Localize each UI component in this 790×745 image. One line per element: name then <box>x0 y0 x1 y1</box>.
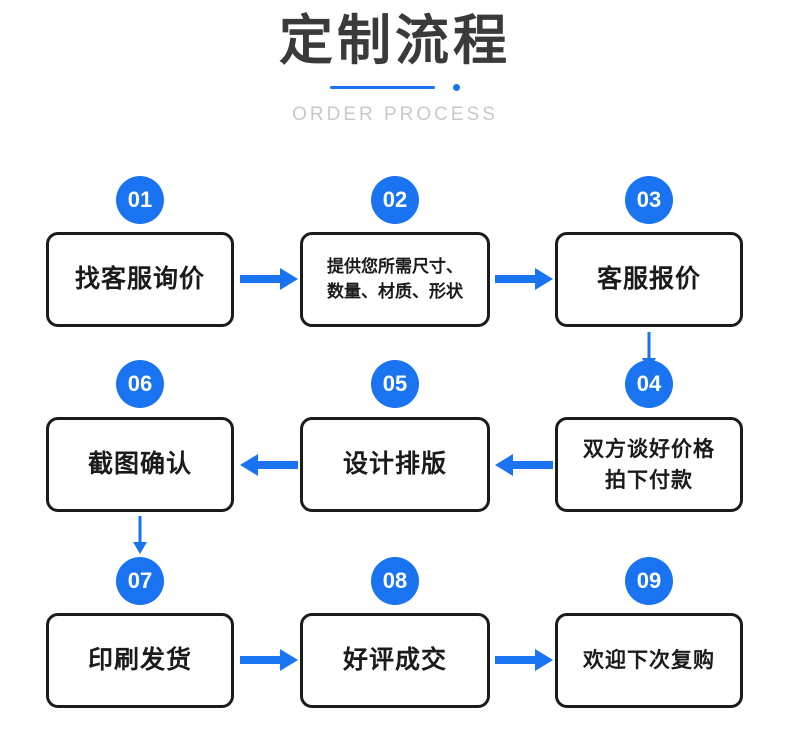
step-badge-07: 07 <box>116 557 164 605</box>
flow-node-04-label: 双方谈好价格 拍下付款 <box>583 437 715 492</box>
divider-dot <box>453 84 460 92</box>
arrow-07-to-08 <box>240 649 298 671</box>
process-flow-diagram: 01 找客服询价 02 提供您所需尺寸、 数量、材质、形状 03 客服报价 06… <box>0 160 790 745</box>
step-badge-01: 01 <box>116 176 164 224</box>
page-subtitle: ORDER PROCESS <box>292 104 498 126</box>
step-badge-02: 02 <box>371 176 419 224</box>
step-badge-05: 05 <box>371 360 419 408</box>
arrow-02-to-03 <box>495 268 553 290</box>
flow-node-04[interactable]: 双方谈好价格 拍下付款 <box>555 417 743 512</box>
flow-node-08-label: 好评成交 <box>342 645 447 675</box>
flow-node-08[interactable]: 好评成交 <box>300 613 490 708</box>
arrow-06-to-07 <box>133 516 147 554</box>
flow-node-02[interactable]: 提供您所需尺寸、 数量、材质、形状 <box>300 232 490 327</box>
flow-node-05-label: 设计排版 <box>342 449 447 479</box>
divider-bar <box>330 86 435 90</box>
page-title: 定制流程 <box>279 9 511 72</box>
flow-node-06[interactable]: 截图确认 <box>46 417 234 512</box>
flow-node-09[interactable]: 欢迎下次复购 <box>555 613 743 708</box>
flow-node-01-label: 找客服询价 <box>74 264 205 294</box>
arrow-04-to-05 <box>495 454 553 476</box>
flow-node-09-label: 欢迎下次复购 <box>583 648 715 673</box>
flow-node-02-label: 提供您所需尺寸、 数量、材质、形状 <box>327 256 463 302</box>
flow-node-01[interactable]: 找客服询价 <box>46 232 234 327</box>
step-badge-03: 03 <box>625 176 673 224</box>
arrow-08-to-09 <box>495 649 553 671</box>
flow-node-03-label: 客服报价 <box>596 264 701 294</box>
flow-node-05[interactable]: 设计排版 <box>300 417 490 512</box>
arrow-01-to-02 <box>240 268 298 290</box>
step-badge-08: 08 <box>371 557 419 605</box>
flow-node-07[interactable]: 印刷发货 <box>46 613 234 708</box>
flow-node-07-label: 印刷发货 <box>87 645 192 675</box>
step-badge-04: 04 <box>625 360 673 408</box>
step-badge-06: 06 <box>116 360 164 408</box>
flow-node-03[interactable]: 客服报价 <box>555 232 743 327</box>
arrow-05-to-06 <box>240 454 298 476</box>
flow-node-06-label: 截图确认 <box>87 449 192 479</box>
title-divider <box>330 82 460 92</box>
step-badge-09: 09 <box>625 557 673 605</box>
page-header: 定制流程 ORDER PROCESS <box>0 0 790 126</box>
